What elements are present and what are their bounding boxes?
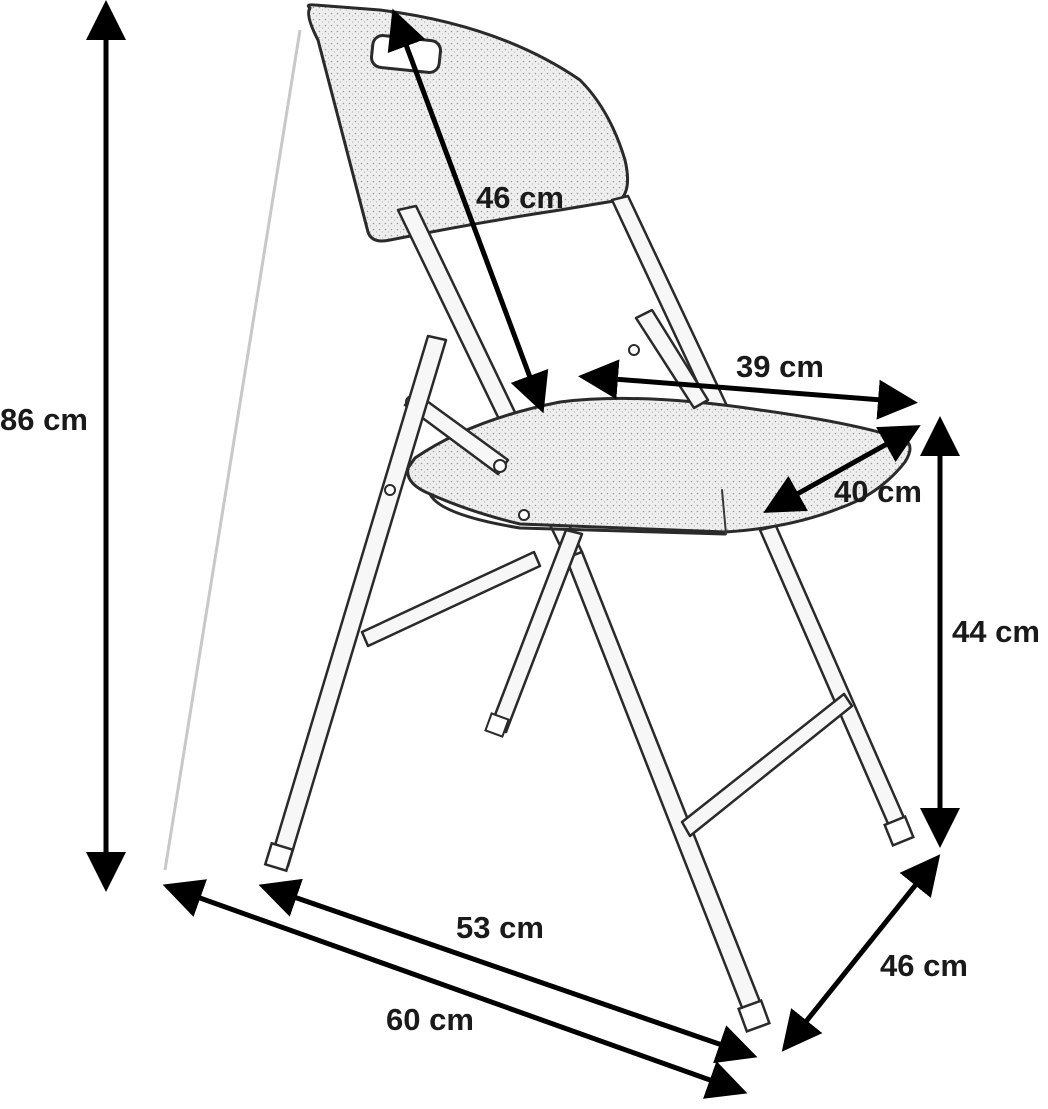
arrow-base-depth [781, 854, 941, 1052]
dimension-labels: 86 cm 46 cm 39 cm 40 cm 44 cm 53 cm 60 c… [0, 180, 1040, 1037]
rear-leg-right [758, 524, 914, 844]
leg-rivet [518, 509, 530, 521]
leg-rivet [384, 484, 396, 496]
cross-bar-front [360, 550, 542, 648]
bracket-rivet [628, 344, 640, 356]
arrow-seat-width [578, 359, 918, 420]
label-seat-height: 44 cm [952, 614, 1040, 649]
seat-front-edge [428, 492, 727, 536]
seat-panel [406, 396, 912, 534]
foot-cap [883, 815, 915, 847]
foot-cap [263, 841, 295, 873]
label-backrest-height: 46 cm [476, 180, 564, 215]
label-base-width-total: 60 cm [386, 1002, 474, 1037]
label-seat-width: 39 cm [736, 349, 824, 384]
bracket-rivet [493, 459, 507, 473]
arrow-backrest-height [387, 8, 549, 414]
seat-edge-corner [721, 489, 727, 535]
label-total-height: 86 cm [0, 402, 88, 437]
inner-leg [488, 528, 584, 734]
shadow-line [163, 29, 302, 871]
chair-drawing [163, 3, 915, 1033]
foot-cap [484, 712, 510, 738]
label-base-width-front: 53 cm [456, 910, 544, 945]
front-leg-left [268, 334, 448, 868]
label-seat-depth: 40 cm [834, 474, 922, 509]
cross-bar-rear [680, 692, 854, 838]
label-base-depth: 46 cm [880, 948, 968, 983]
arrow-seat-depth [763, 425, 921, 513]
arrow-base-width-total [162, 879, 748, 1099]
dimension-arrows [86, 0, 960, 1099]
